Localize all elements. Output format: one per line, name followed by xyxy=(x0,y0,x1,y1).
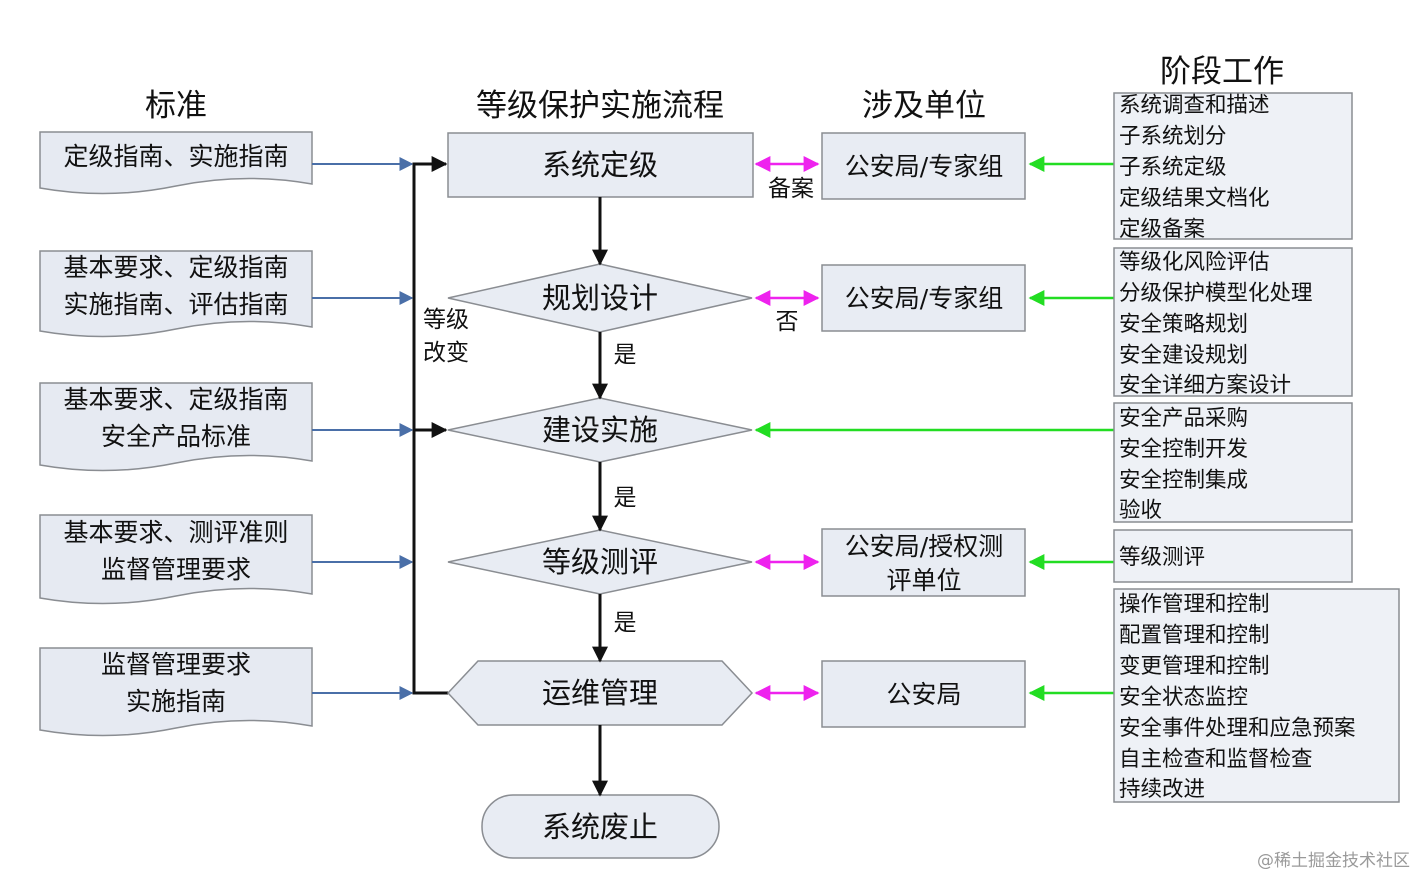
work-box-1-item-3: 子系统定级 xyxy=(1119,155,1227,180)
watermark: @稀土掘金技术社区 xyxy=(1257,851,1410,871)
unit-box-2: 公安局/专家组 xyxy=(821,264,1026,332)
work-box-3: 安全产品采购 安全控制开发 安全控制集成 验收 xyxy=(1113,402,1353,523)
work-box-5: 操作管理和控制 配置管理和控制 变更管理和控制 安全状态监控 安全事件处理和应急… xyxy=(1113,588,1400,803)
work-box-3-item-1: 安全产品采购 xyxy=(1119,406,1248,431)
process-step-level-evaluation: 等级测评 xyxy=(447,529,753,595)
process-step-construction-label: 建设实施 xyxy=(542,413,658,447)
no-label: 否 xyxy=(776,309,799,335)
work-box-2-item-4: 安全建设规划 xyxy=(1119,343,1248,368)
standard-doc-5-line-2: 实施指南 xyxy=(126,687,226,716)
unit-box-1-line-1: 公安局/专家组 xyxy=(845,152,1003,181)
yes-label-1: 是 xyxy=(614,342,637,368)
yes-label-3: 是 xyxy=(614,610,637,636)
work-box-2-item-1: 等级化风险评估 xyxy=(1119,250,1270,275)
standard-doc-3: 基本要求、定级指南 安全产品标准 xyxy=(39,382,313,472)
process-step-level-evaluation-label: 等级测评 xyxy=(542,545,658,579)
work-box-2-item-2: 分级保护模型化处理 xyxy=(1119,281,1313,306)
work-box-5-item-6: 自主检查和监督检查 xyxy=(1119,747,1313,772)
standard-doc-2-line-1: 基本要求、定级指南 xyxy=(63,253,288,282)
standard-doc-1-line-1: 定级指南、实施指南 xyxy=(63,142,288,171)
unit-box-4-line-1: 公安局 xyxy=(886,680,961,709)
process-step-planning-design-label: 规划设计 xyxy=(542,281,658,315)
work-box-5-item-3: 变更管理和控制 xyxy=(1119,654,1270,679)
work-box-1-item-5: 定级备案 xyxy=(1119,217,1205,242)
header-units: 涉及单位 xyxy=(862,88,986,124)
yes-label-2: 是 xyxy=(614,485,637,511)
unit-box-3-line-2: 评单位 xyxy=(886,566,961,595)
standard-doc-2: 基本要求、定级指南 实施指南、评估指南 xyxy=(39,250,313,338)
standard-doc-5-line-1: 监督管理要求 xyxy=(101,650,251,679)
header-work: 阶段工作 xyxy=(1160,54,1284,90)
header-process: 等级保护实施流程 xyxy=(476,88,724,124)
process-step-system-grading-label: 系统定级 xyxy=(542,148,658,182)
filing-label: 备案 xyxy=(768,176,814,202)
process-step-operation-management: 运维管理 xyxy=(446,660,754,726)
unit-box-3-line-1: 公安局/授权测 xyxy=(845,532,1003,561)
work-box-1-item-2: 子系统划分 xyxy=(1119,124,1227,149)
work-box-5-item-2: 配置管理和控制 xyxy=(1119,623,1270,648)
unit-box-3: 公安局/授权测 评单位 xyxy=(821,528,1026,597)
process-step-operation-management-label: 运维管理 xyxy=(542,676,658,710)
unit-box-4: 公安局 xyxy=(821,660,1026,728)
standard-doc-5: 监督管理要求 实施指南 xyxy=(39,647,313,737)
process-step-planning-design: 规划设计 xyxy=(447,263,753,333)
standard-doc-3-line-2: 安全产品标准 xyxy=(101,422,251,451)
level-change-label-line-2: 改变 xyxy=(423,340,469,366)
standard-doc-2-line-2: 实施指南、评估指南 xyxy=(63,290,288,319)
standard-doc-3-line-1: 基本要求、定级指南 xyxy=(63,385,288,414)
process-step-system-termination: 系统废止 xyxy=(481,794,720,859)
work-box-1: 系统调查和描述 子系统划分 子系统定级 定级结果文档化 定级备案 xyxy=(1113,92,1353,242)
unit-box-2-line-1: 公安局/专家组 xyxy=(845,284,1003,313)
work-box-3-item-2: 安全控制开发 xyxy=(1119,437,1248,462)
standard-doc-1: 定级指南、实施指南 xyxy=(39,131,313,195)
work-box-3-item-4: 验收 xyxy=(1119,498,1162,523)
process-step-system-grading: 系统定级 xyxy=(447,132,754,198)
header-standards: 标准 xyxy=(145,88,207,124)
work-box-5-item-4: 安全状态监控 xyxy=(1119,685,1248,710)
standard-doc-4-line-2: 监督管理要求 xyxy=(101,555,251,584)
work-box-5-item-1: 操作管理和控制 xyxy=(1119,592,1270,617)
work-box-5-item-5: 安全事件处理和应急预案 xyxy=(1119,716,1356,741)
standard-doc-4: 基本要求、测评准则 监督管理要求 xyxy=(39,514,313,605)
work-box-2-item-3: 安全策略规划 xyxy=(1119,312,1248,337)
process-step-system-termination-label: 系统废止 xyxy=(542,810,658,844)
work-box-4-item-1: 等级测评 xyxy=(1119,545,1205,570)
work-box-5-item-7: 持续改进 xyxy=(1119,777,1205,802)
work-box-1-item-4: 定级结果文档化 xyxy=(1119,186,1270,211)
work-box-2-item-5: 安全详细方案设计 xyxy=(1119,373,1291,398)
work-box-2: 等级化风险评估 分级保护模型化处理 安全策略规划 安全建设规划 安全详细方案设计 xyxy=(1113,247,1353,398)
standard-doc-4-line-1: 基本要求、测评准则 xyxy=(63,518,288,547)
level-change-label-line-1: 等级 xyxy=(423,307,469,333)
work-box-1-item-1: 系统调查和描述 xyxy=(1119,93,1270,118)
work-box-4: 等级测评 xyxy=(1113,529,1353,583)
process-step-construction: 建设实施 xyxy=(447,397,753,463)
unit-box-1: 公安局/专家组 xyxy=(821,132,1026,200)
work-box-3-item-3: 安全控制集成 xyxy=(1119,468,1248,493)
